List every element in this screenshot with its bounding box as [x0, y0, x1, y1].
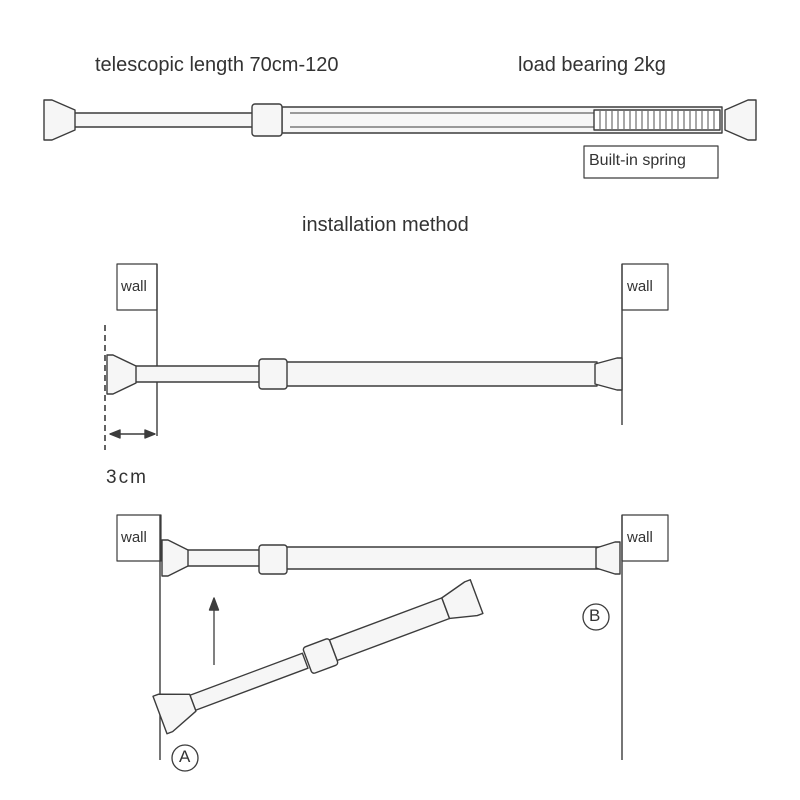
step2-right-cap — [595, 541, 621, 575]
spring-label-box — [583, 145, 719, 179]
thin-tube — [73, 112, 255, 128]
step1-thin-tube — [133, 365, 263, 383]
gap-dimension-arrow — [109, 429, 156, 439]
install-step-2 — [116, 514, 669, 772]
left-end-cap — [43, 99, 76, 141]
wall-label-bottom-left: wall — [121, 529, 147, 546]
right-wall-box-2 — [621, 514, 669, 562]
built-in-spring-label: Built-in spring — [589, 152, 686, 169]
product-rod — [43, 99, 757, 179]
telescopic-length-label: telescopic length 70cm-120 — [95, 54, 339, 76]
step2-thin-tube — [185, 549, 263, 567]
diagonal-rod — [152, 579, 484, 735]
installation-method-title: installation method — [302, 214, 469, 236]
built-in-spring — [593, 109, 721, 131]
spring-coils — [599, 111, 715, 129]
point-a-label: A — [179, 747, 191, 766]
wall-label-bottom-right: wall — [627, 529, 653, 546]
step2-coupler — [258, 544, 288, 575]
right-end-cap — [724, 99, 757, 141]
install-step-1 — [104, 263, 669, 450]
point-b-circle — [582, 603, 610, 631]
step2-thick-tube — [284, 546, 606, 570]
rod-coupler — [251, 103, 283, 137]
right-wall-box — [621, 263, 669, 311]
left-wall-box — [116, 263, 158, 311]
step1-coupler — [258, 358, 288, 390]
step1-left-cap — [106, 354, 137, 395]
step1-right-cap — [594, 357, 623, 391]
left-wall-box-2 — [116, 514, 162, 562]
load-bearing-label: load bearing 2kg — [518, 54, 666, 76]
up-arrow — [208, 597, 220, 665]
point-b-label: B — [589, 606, 601, 625]
gap-dimension-label: 3cm — [106, 467, 148, 488]
step2-left-cap — [161, 539, 189, 577]
step1-thick-tube — [284, 361, 598, 387]
wall-label-top-left: wall — [121, 278, 147, 295]
wall-label-top-right: wall — [627, 278, 653, 295]
point-a-circle — [171, 744, 199, 772]
